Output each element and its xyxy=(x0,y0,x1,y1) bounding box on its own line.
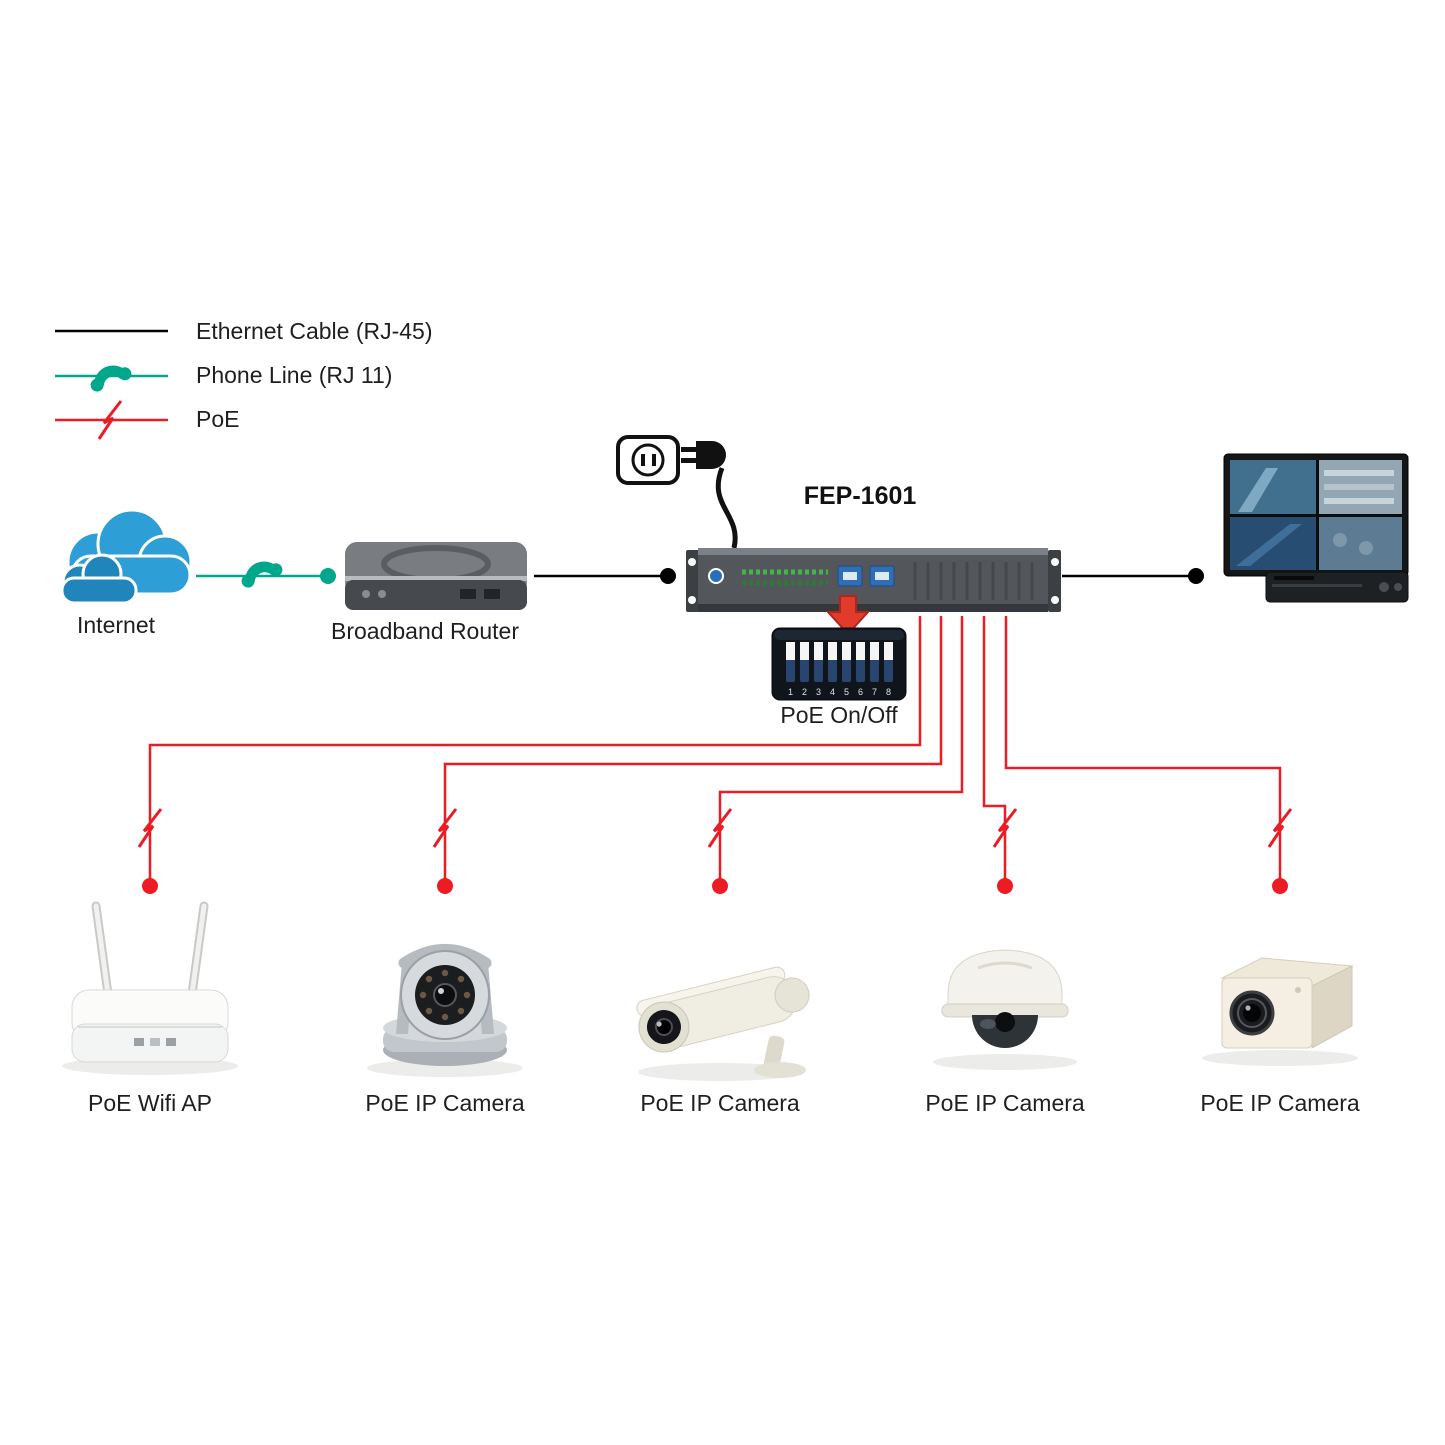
connection-dot xyxy=(1188,568,1204,584)
wifi-ap-image xyxy=(62,901,238,1075)
legend-label-phone: Phone Line (RJ 11) xyxy=(196,362,393,388)
device-label-wifi-ap: PoE Wifi AP xyxy=(88,1090,212,1116)
device-label-ip-camera-4: PoE IP Camera xyxy=(1200,1090,1360,1116)
poe-switch-image xyxy=(686,548,1061,612)
broadband-router-image xyxy=(345,542,527,610)
monitor-image xyxy=(1223,453,1409,577)
power-plug-icon xyxy=(681,441,738,549)
box-camera-image xyxy=(1202,957,1358,1066)
poe-lines xyxy=(55,399,1293,884)
dip-number: 3 xyxy=(816,687,821,697)
poe-line-3 xyxy=(718,616,964,884)
dip-number: 1 xyxy=(788,687,793,697)
device-label-ip-camera-3: PoE IP Camera xyxy=(925,1090,1085,1116)
broadband-router-label: Broadband Router xyxy=(331,618,519,644)
bullet-camera-image xyxy=(636,966,810,1081)
device-label-ip-camera-1: PoE IP Camera xyxy=(365,1090,525,1116)
poe-dots xyxy=(142,878,1288,894)
dip-number: 2 xyxy=(802,687,807,697)
power-cord xyxy=(715,467,738,549)
connection-dot xyxy=(437,878,453,894)
recorder-image xyxy=(1265,571,1409,603)
poe-line-1 xyxy=(148,616,922,884)
dip-number: 8 xyxy=(886,687,891,697)
connection-dot xyxy=(997,878,1013,894)
connection-dot xyxy=(142,878,158,894)
legend-label-poe: PoE xyxy=(196,406,240,432)
dip-switch-image: 1 2 3 4 5 6 7 8 xyxy=(771,627,907,701)
dip-number: 4 xyxy=(830,687,835,697)
poe-line-4 xyxy=(982,616,1007,884)
dip-number: 6 xyxy=(858,687,863,697)
internet-cloud xyxy=(60,508,193,605)
connection-dot xyxy=(320,568,336,584)
connection-dot xyxy=(660,568,676,584)
dip-number: 7 xyxy=(872,687,877,697)
ethernet-lines xyxy=(55,329,1196,578)
power-outlet-icon xyxy=(616,435,680,485)
ptz-camera-image xyxy=(367,944,523,1077)
poe-line-5 xyxy=(1004,616,1282,884)
legend-label-ethernet: Ethernet Cable (RJ-45) xyxy=(196,318,433,344)
connection-dot xyxy=(712,878,728,894)
internet-label: Internet xyxy=(77,612,155,638)
poe-onoff-label: PoE On/Off xyxy=(780,702,898,728)
dip-number: 5 xyxy=(844,687,849,697)
dome-camera-image xyxy=(933,949,1077,1070)
down-arrow-icon xyxy=(825,595,871,636)
phone-handset-icon xyxy=(236,554,285,590)
device-label-ip-camera-2: PoE IP Camera xyxy=(640,1090,800,1116)
connection-dot xyxy=(1272,878,1288,894)
switch-model-label: FEP-1601 xyxy=(803,482,917,510)
